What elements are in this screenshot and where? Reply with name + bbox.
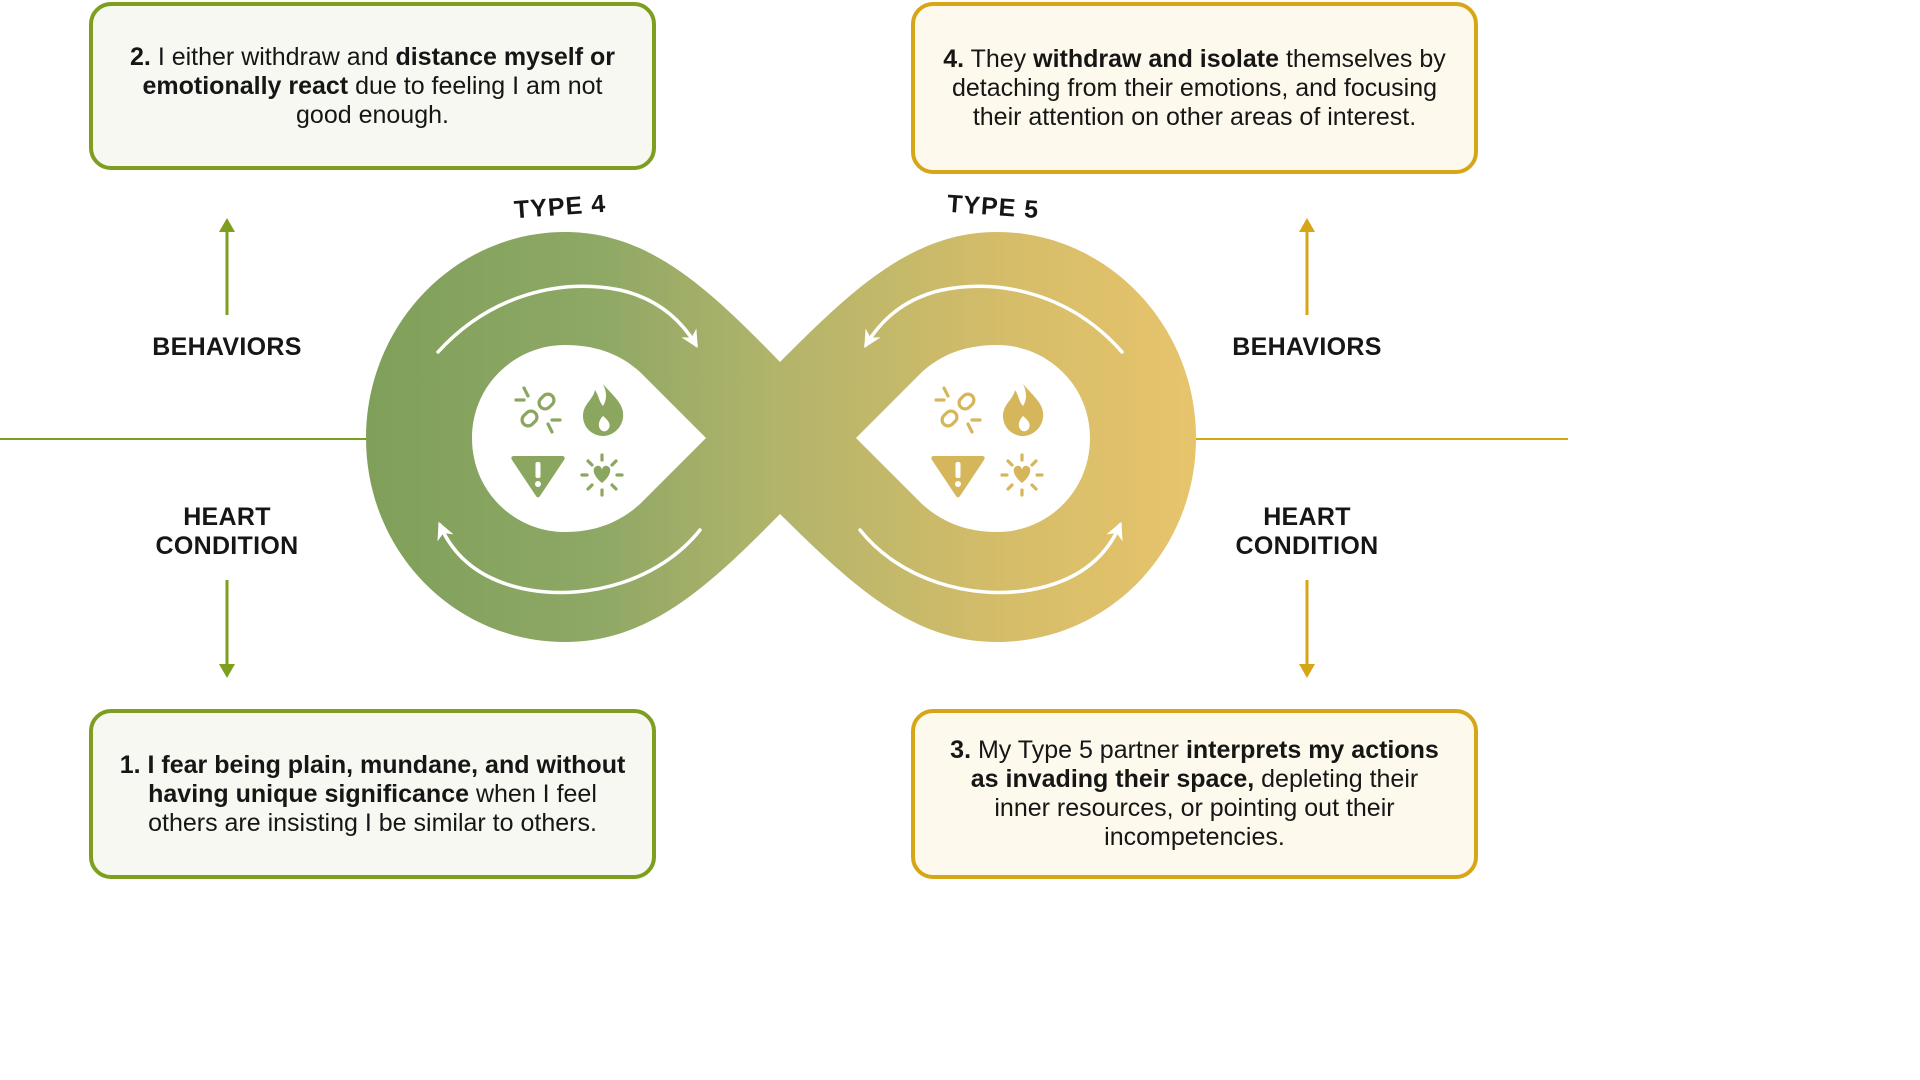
- right-behaviors-label: BEHAVIORS: [1232, 333, 1382, 361]
- card-step-3-number: 3.: [950, 736, 972, 764]
- card-step-2-text-1: I either withdraw and: [150, 42, 396, 71]
- warning-icon: [931, 456, 985, 498]
- diagram-stage: TYPE 4 TYPE 5 BEHAVIORS HEART CONDITION …: [0, 2, 1568, 879]
- left-icon-group: [511, 384, 624, 498]
- card-step-4-text-1: They: [964, 44, 1034, 73]
- card-step-2-text: 2. I either withdraw and distance myself…: [119, 43, 626, 130]
- card-step-3-text: 3. My Type 5 partner interprets my actio…: [941, 736, 1448, 852]
- left-heart-label-line2: CONDITION: [155, 532, 299, 560]
- card-step-3: 3. My Type 5 partner interprets my actio…: [911, 709, 1478, 879]
- card-step-1-bold: 1. I fear being plain, mundane, and with…: [119, 750, 626, 808]
- left-heart-condition-label: HEART CONDITION: [97, 503, 357, 561]
- infinity-shape: [366, 232, 1196, 642]
- left-bottom-arrow: [437, 521, 702, 595]
- left-top-arrow: [436, 284, 698, 354]
- broken-link-icon: [934, 386, 982, 434]
- right-divider-line: [1196, 438, 1568, 440]
- left-behaviors-label: BEHAVIORS: [152, 333, 302, 361]
- left-up-arrow: [219, 218, 235, 315]
- left-heart-label-line1: HEART: [183, 503, 271, 531]
- card-step-2-bold: distance myself or emotionally react: [142, 42, 615, 100]
- right-up-arrow: [1299, 218, 1315, 315]
- card-step-3-text-2: depleting their inner resources, or poin…: [994, 765, 1419, 851]
- heart-burst-icon: [1000, 453, 1044, 497]
- warning-icon: [511, 456, 565, 498]
- flame-icon: [1003, 384, 1044, 436]
- card-step-4-bold: withdraw and isolate: [1033, 44, 1279, 73]
- infinity-diagram: [219, 218, 1315, 678]
- card-step-4-text: 4. They withdraw and isolate themselves …: [941, 45, 1448, 132]
- card-step-1-text: 1. I fear being plain, mundane, and with…: [119, 751, 626, 838]
- left-divider-line: [0, 438, 366, 440]
- card-step-1: 1. I fear being plain, mundane, and with…: [89, 709, 656, 879]
- card-step-4: 4. They withdraw and isolate themselves …: [911, 2, 1478, 174]
- flame-icon: [583, 384, 624, 436]
- card-step-3-bold: interprets my actions as invading their …: [970, 736, 1439, 793]
- heart-burst-icon: [580, 453, 624, 497]
- broken-link-icon: [514, 386, 562, 434]
- card-step-3-text-1: My Type 5 partner: [971, 736, 1186, 764]
- right-heart-label-line1: HEART: [1263, 503, 1351, 531]
- left-down-arrow: [219, 580, 235, 678]
- card-step-1-text-1: when I feel others are insisting I be si…: [148, 779, 597, 837]
- right-top-arrow: [864, 284, 1124, 354]
- card-step-4-text-2: themselves by detaching from their emoti…: [952, 44, 1446, 131]
- card-step-2-number: 2.: [130, 42, 151, 71]
- card-step-2-text-2: due to feeling I am not good enough.: [296, 71, 603, 129]
- right-heart-condition-label: HEART CONDITION: [1177, 503, 1437, 561]
- right-down-arrow: [1299, 580, 1315, 678]
- right-heart-label-line2: CONDITION: [1235, 532, 1379, 560]
- right-icon-group: [931, 384, 1044, 498]
- card-step-4-number: 4.: [943, 44, 965, 73]
- card-step-2: 2. I either withdraw and distance myself…: [89, 2, 656, 170]
- right-bottom-arrow: [858, 521, 1123, 595]
